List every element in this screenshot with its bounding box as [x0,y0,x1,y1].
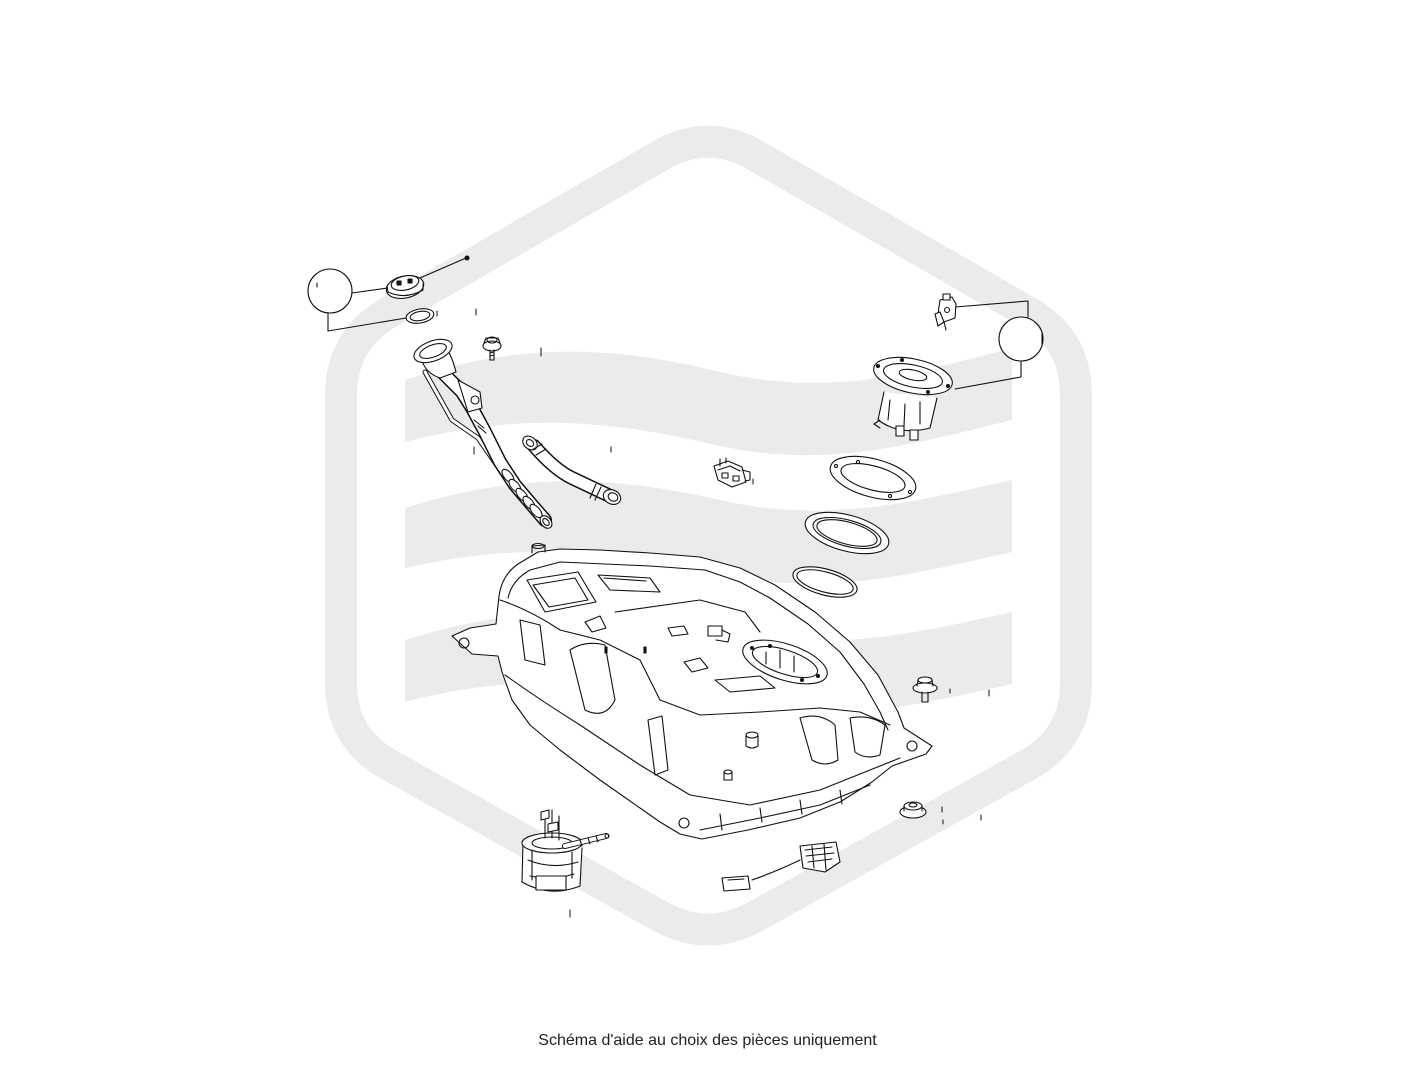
diagram-caption: Schéma d'aide au choix des pièces unique… [538,1032,877,1049]
cap-gasket-ring [405,308,435,324]
watermark-wave-1 [405,348,1012,456]
tank-bolt-right [912,676,938,703]
filler-bolt [482,336,502,361]
pump-module-bottom [521,809,610,892]
fuel-hose [522,435,622,505]
fuel-tank [451,542,933,840]
sensor-connector [934,293,957,331]
fuel-tank-outline [451,548,933,840]
pump-gasket-ring-2 [804,511,890,555]
pump-module-top [873,356,953,441]
tank-grommet [899,801,927,819]
callout-circle-left [307,268,407,332]
pump-seal-ring [792,566,858,598]
sensor-clip [713,457,751,488]
pump-gasket-ring-1 [829,455,917,501]
watermark-wave-2 [405,480,1012,584]
filler-neck-pipe [413,338,553,529]
fuel-cap [385,255,470,300]
fuel-level-sender [721,841,841,892]
label-ticks [436,308,990,918]
callout-circle-right [954,300,1044,390]
watermark-hexagon [325,125,1092,946]
